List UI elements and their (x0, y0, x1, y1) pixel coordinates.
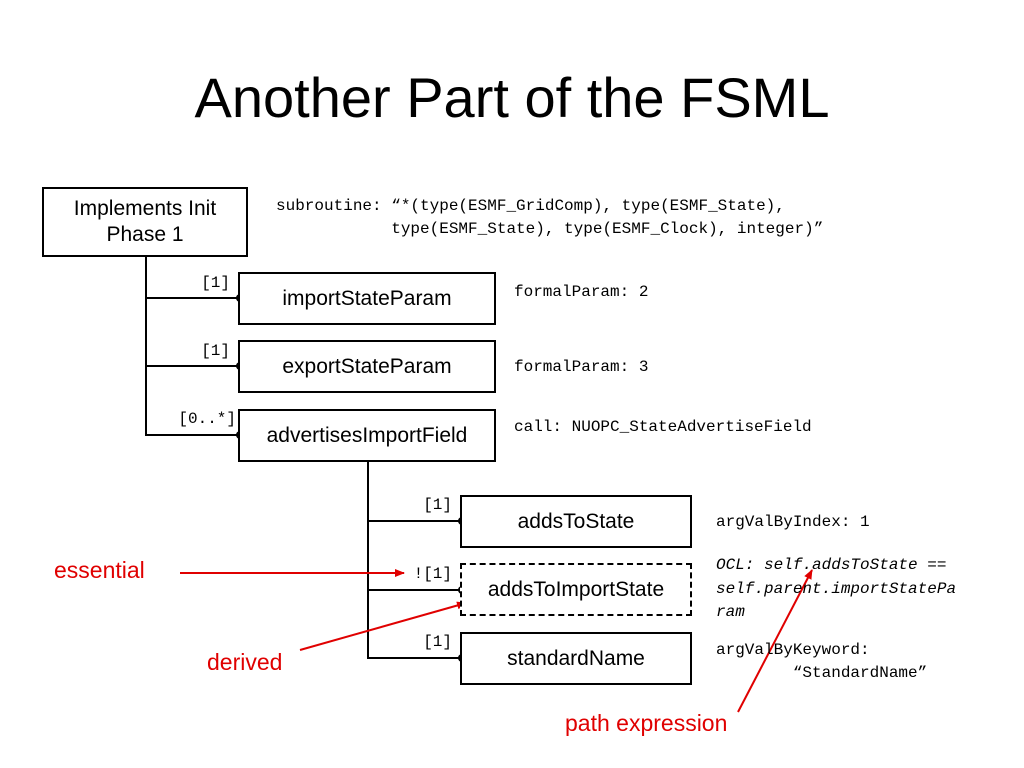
node-importStateParam: importStateParam (238, 272, 496, 325)
multiplicity-import: [1] (201, 274, 230, 292)
slide-title: Another Part of the FSML (194, 66, 830, 129)
multiplicity-addsToImportState: ![1] (413, 565, 452, 583)
multiplicity-standardName: [1] (423, 633, 452, 651)
multiplicity-addsToState: [1] (423, 496, 452, 514)
node-addsToState: addsToState (460, 495, 692, 548)
annotation-addsToState: argValByIndex: 1 (716, 513, 870, 531)
multiplicity-export: [1] (201, 342, 230, 360)
root-node-label-line2: Phase 1 (106, 223, 184, 246)
callout-essential: essential (54, 557, 145, 583)
node-standardName: standardName (460, 632, 692, 685)
subroutine-annotation-line2: type(ESMF_State), type(ESMF_Clock), inte… (276, 220, 824, 238)
multiplicity-advertises: [0..*] (178, 410, 236, 428)
derived-arrow (299, 601, 467, 651)
node-addsToImportState: addsToImportState (460, 563, 692, 616)
node-advertisesImportField: advertisesImportField (238, 409, 496, 462)
annotation-advertisesImportField: call: NUOPC_StateAdvertiseField (514, 418, 812, 436)
annotation-ocl-line3: ram (716, 603, 745, 621)
root-node-label-line1: Implements Init (73, 197, 217, 220)
callout-path-expression: path expression (565, 710, 728, 736)
annotation-ocl-line2: self.parent.importStatePa (716, 580, 957, 598)
annotation-importStateParam: formalParam: 2 (514, 283, 649, 301)
root-node-box: Implements Init Phase 1 (42, 187, 248, 257)
annotation-ocl-line1: OCL: self.addsToState == (716, 556, 947, 574)
annotation-standardName-line1: argValByKeyword: (716, 641, 870, 659)
callout-derived: derived (207, 649, 283, 675)
annotation-standardName-line2: “StandardName” (716, 664, 928, 682)
node-exportStateParam: exportStateParam (238, 340, 496, 393)
annotation-exportStateParam: formalParam: 3 (514, 358, 649, 376)
subroutine-annotation-line1: subroutine: “*(type(ESMF_GridComp), type… (276, 197, 785, 215)
path-expression-arrow (737, 569, 813, 713)
